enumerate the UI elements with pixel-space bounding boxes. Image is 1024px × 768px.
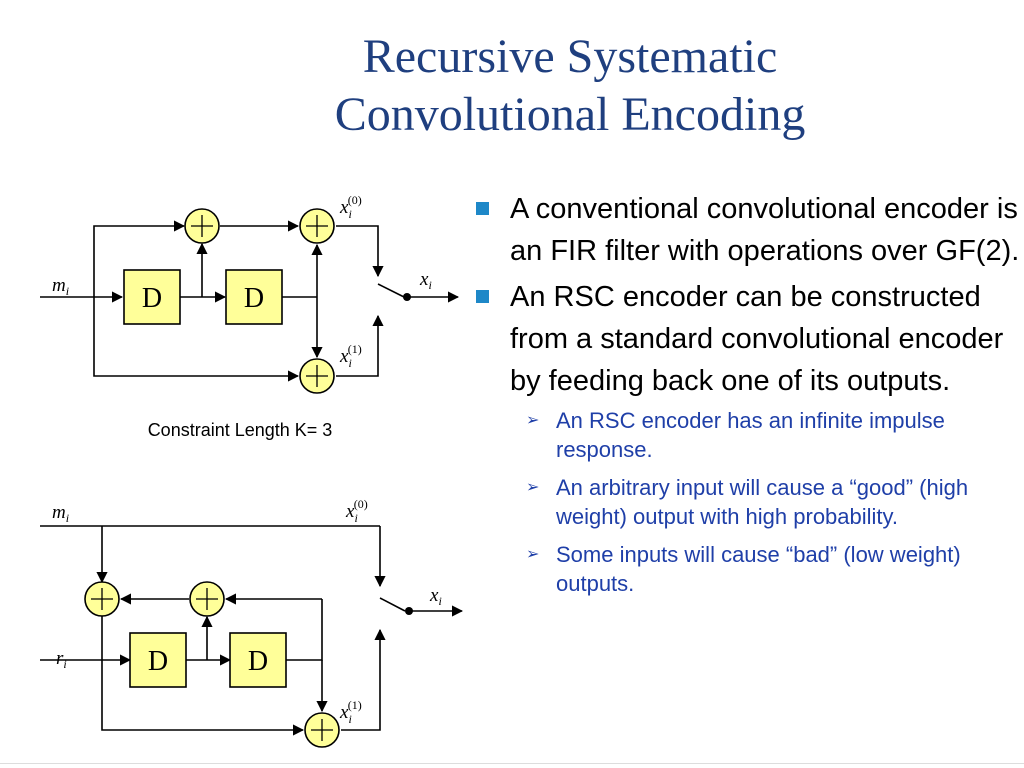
bottom-branch	[93, 297, 300, 382]
bullet-list: A conventional convolutional encoder is …	[470, 188, 1020, 607]
adder-feedback-2	[189, 581, 225, 617]
switch-arm	[377, 283, 405, 298]
delay-label-1: D	[142, 283, 162, 314]
output1-label: xi(1)	[339, 342, 362, 370]
switch-arm-2	[379, 597, 406, 612]
encoder-diagrams: D D mi xi(0) xi(1) xi	[40, 193, 464, 748]
sub-bullet-text: Some inputs will cause “bad” (low weight…	[556, 542, 961, 596]
delay-label-4: D	[248, 646, 268, 677]
output0-label-2: xi(0)	[345, 497, 368, 525]
parity-to-switch	[341, 628, 386, 731]
delay-box-2	[225, 269, 283, 325]
output-label: xi	[419, 269, 432, 292]
feedback-path	[286, 599, 323, 661]
adder-parity	[304, 712, 340, 748]
bullet-text: A conventional convolutional encoder is …	[510, 193, 1020, 267]
output-label-2: xi	[429, 585, 442, 608]
title-line-1: Recursive Systematic	[362, 30, 778, 83]
chevron-right-icon: ➢	[526, 479, 540, 496]
output1-line	[336, 314, 384, 377]
switch-pivot	[403, 293, 411, 301]
bullet-square-icon	[476, 290, 489, 303]
sub-bullet-text: An RSC encoder has an infinite impulse r…	[556, 408, 945, 462]
footer-divider	[0, 763, 1024, 764]
bullet-square-icon	[476, 202, 489, 215]
adder-2-top	[299, 208, 335, 244]
delay-label-2: D	[244, 283, 264, 314]
rsc-encoder-diagram	[40, 525, 464, 736]
delay-box-4	[229, 632, 287, 688]
top-branch	[93, 220, 186, 297]
output0-line	[336, 225, 384, 278]
adder-bottom	[299, 358, 335, 394]
title-line-2: Convolutional Encoding	[334, 88, 806, 141]
bottom-branch-2	[101, 660, 305, 736]
chevron-right-icon: ➢	[526, 546, 540, 563]
delay-box-3	[129, 632, 187, 688]
delay-label-3: D	[148, 646, 168, 677]
sub-bullet-item: ➢ Some inputs will cause “bad” (low weig…	[470, 540, 1020, 598]
sub-bullet-item: ➢ An arbitrary input will cause a “good”…	[470, 473, 1020, 531]
chevron-right-icon: ➢	[526, 412, 540, 429]
adder-1-top	[184, 208, 220, 244]
conventional-encoder-diagram	[40, 220, 460, 382]
bullet-item: A conventional convolutional encoder is …	[470, 188, 1020, 272]
slide-title: Recursive Systematic Convolutional Encod…	[200, 28, 940, 144]
input-label: mi	[52, 275, 69, 298]
diagram-caption: Constraint Length K= 3	[147, 420, 333, 440]
sub-bullet-item: ➢ An RSC encoder has an infinite impulse…	[470, 406, 1020, 464]
delay-box-1	[123, 269, 181, 325]
bullet-item: An RSC encoder can be constructed from a…	[470, 276, 1020, 402]
switch-pivot-2	[405, 607, 413, 615]
feedback-label: ri	[56, 648, 67, 671]
adder-feedback-1	[84, 581, 120, 617]
sub-bullet-text: An arbitrary input will cause a “good” (…	[556, 475, 969, 529]
bullet-text: An RSC encoder can be constructed from a…	[510, 281, 1004, 397]
output1-label-2: xi(1)	[339, 698, 362, 726]
input-label-2: mi	[52, 502, 69, 525]
output0-label: xi(0)	[339, 193, 362, 221]
